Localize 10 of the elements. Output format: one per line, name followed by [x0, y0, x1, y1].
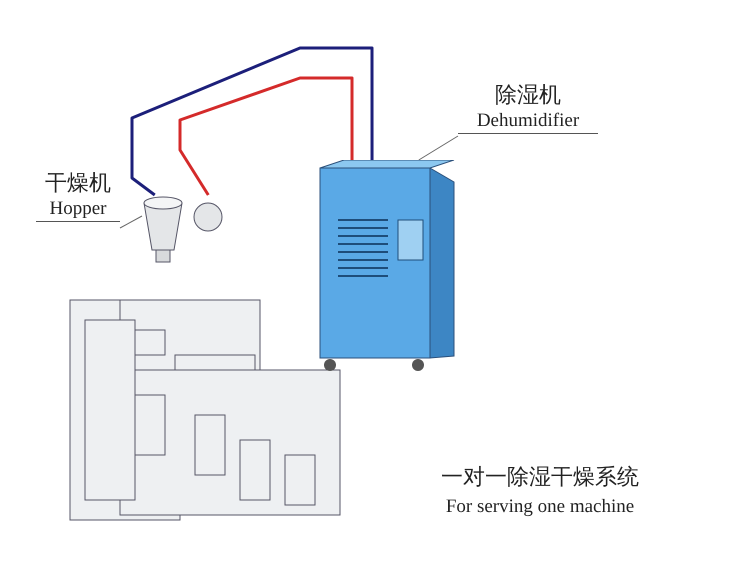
chinese-label: 除湿机 — [494, 82, 562, 110]
chinese-label: 干燥机 — [44, 170, 112, 198]
leader-line — [120, 216, 142, 228]
english-label: Hopper — [48, 198, 108, 220]
english-label: Dehumidifier — [476, 110, 580, 132]
pipe — [130, 46, 374, 196]
pipe — [178, 76, 354, 196]
caption-chinese: 一对一除湿干燥系统 — [440, 464, 640, 492]
caption-english: For serving one machine — [444, 496, 636, 518]
leader-line — [418, 136, 458, 160]
